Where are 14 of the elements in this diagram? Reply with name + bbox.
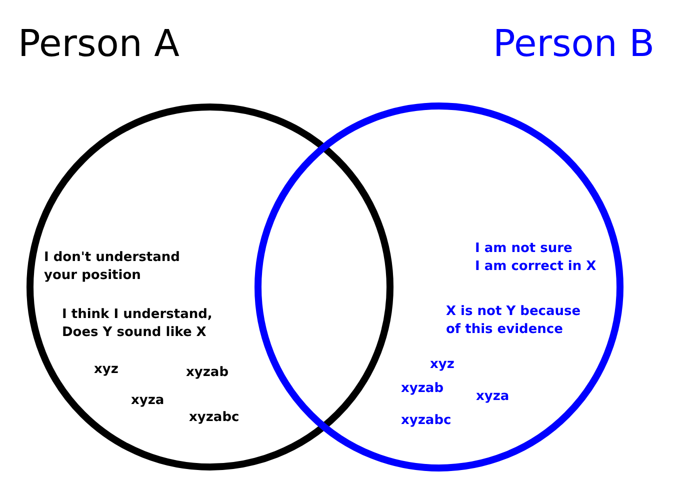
statement-text: X is not Y because of this evidence — [446, 303, 581, 339]
term-text: xyzab — [186, 364, 229, 382]
term-text: xyzabc — [189, 409, 240, 427]
statement-text: I don't understand your position — [44, 249, 180, 285]
statement-text: I am not sure I am correct in X — [475, 240, 596, 276]
term-text: xyza — [476, 388, 510, 406]
person-heading: Person A — [18, 23, 180, 65]
term-text: xyz — [430, 356, 454, 374]
person-heading: Person B — [493, 23, 654, 65]
term-text: xyz — [94, 361, 118, 379]
term-text: xyza — [131, 392, 164, 410]
statement-text: I think I understand, Does Y sound like X — [62, 306, 212, 342]
term-text: xyzabc — [401, 412, 452, 430]
term-text: xyzab — [401, 380, 444, 398]
